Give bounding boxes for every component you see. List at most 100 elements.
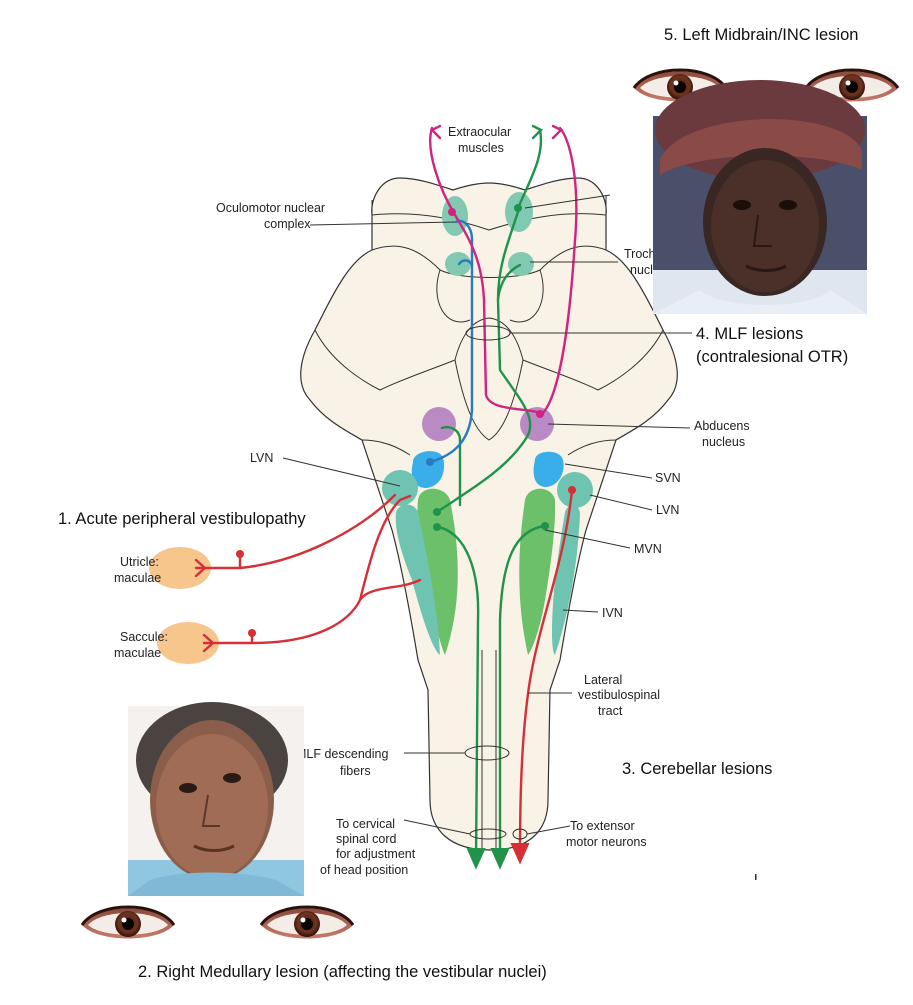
cervical-leader	[403, 819, 471, 835]
saccule-ganglion	[248, 629, 256, 637]
utricle-terminal	[194, 558, 207, 578]
abducens-left-input	[440, 426, 462, 507]
oculomotor-label-1: Oculomotor nuclear	[216, 201, 325, 215]
eyes-bottom	[80, 905, 355, 939]
mvn-right-soma-low	[541, 522, 549, 530]
medulla-right-contour	[567, 439, 617, 456]
oculomotor-left-soma	[448, 208, 456, 216]
oculomotor-label-2: complex	[264, 217, 311, 231]
utricle-label-2: maculae	[114, 571, 161, 585]
mlf-descending-label-1: MLF descending	[296, 747, 388, 761]
saccule-afferent	[202, 578, 422, 645]
abducens-leader	[547, 423, 691, 429]
saccule-maculae	[157, 622, 219, 664]
saccule-label-1: Saccule:	[120, 630, 168, 644]
extraocular-right-magenta-terminal	[551, 124, 564, 140]
mvn-right-descending	[490, 524, 547, 870]
abducens-label-2: nucleus	[702, 435, 745, 449]
afferent-branch-lvn	[358, 494, 412, 602]
extraocular-label-2: muscles	[458, 141, 504, 155]
brainstem	[300, 177, 678, 851]
extraocular-right-terminal	[531, 124, 544, 140]
lvn-left-label: LVN	[250, 451, 273, 465]
lesion1-title: 1. Acute peripheral vestibulopathy	[58, 510, 306, 528]
medulla-left-contour	[361, 439, 411, 456]
mvn-left-ascending	[435, 263, 532, 514]
lvst-label-2: vestibulospinal	[578, 688, 660, 702]
midbrain-contour	[371, 213, 607, 231]
lateral-vestibulospinal-tract	[510, 488, 574, 865]
mlf-descending-label-2: fibers	[340, 764, 371, 778]
svn-ascending	[428, 219, 474, 464]
extraocular-left-terminal	[429, 124, 442, 140]
lvst-label-1: Lateral	[584, 673, 622, 687]
mvn-leader	[544, 529, 631, 549]
extensor-label-2: motor neurons	[566, 835, 647, 849]
median-fissure	[481, 650, 497, 850]
svn-right	[533, 451, 564, 487]
trochlear-nucleus-right	[508, 252, 534, 276]
svn-label: SVN	[655, 471, 681, 485]
abducens-motor	[538, 126, 578, 418]
svn-leader	[564, 463, 653, 479]
lvn-right-label: LVN	[656, 503, 679, 517]
stray-mark	[755, 874, 757, 880]
lesion2-title: 2. Right Medullary lesion (affecting the…	[138, 963, 547, 981]
ivn-label: IVN	[602, 606, 623, 620]
abducens-nucleus-left	[422, 407, 456, 441]
fourth-ventricle-outline	[454, 317, 524, 441]
pons-left-contour	[314, 329, 456, 391]
lesion3-title: 3. Cerebellar lesions	[622, 760, 772, 778]
oculomotor-right-soma	[514, 204, 522, 212]
leader-lines	[282, 194, 692, 835]
saccule-label-2: maculae	[114, 646, 161, 660]
extensor-label-1: To extensor	[570, 819, 635, 833]
abducens-right-soma	[536, 410, 544, 418]
utricle-afferent	[194, 493, 397, 570]
lvn-right-leader	[589, 494, 653, 511]
ivn-leader	[562, 609, 599, 613]
cervical-label-1: To cervical	[336, 817, 395, 831]
svn-trochlear-branch	[457, 259, 474, 267]
brainstem-outline	[300, 177, 678, 851]
mvn-left-soma	[433, 508, 441, 516]
pons-upper-contour	[371, 245, 607, 278]
pathways	[194, 124, 578, 870]
utricle-label-1: Utricle:	[120, 555, 159, 569]
lesion4-title-line2: (contralesional OTR)	[696, 348, 848, 366]
oculomotor-right-leader	[524, 194, 611, 209]
extensor-leader	[526, 825, 571, 835]
patient-portrait	[128, 702, 304, 896]
lvn-left-leader	[282, 457, 401, 487]
cervical-label-3: for adjustment	[336, 847, 416, 861]
lesion-captions: 5. Left Midbrain/INC lesion 4. MLF lesio…	[58, 26, 858, 981]
pons-right-contour	[522, 329, 664, 391]
saccule-terminal	[202, 633, 215, 653]
collicular-contour	[371, 195, 607, 215]
lvn-right-soma	[568, 486, 576, 494]
utricle-ganglion	[236, 550, 244, 558]
abducens-internuclear	[429, 126, 539, 414]
abducens-label-1: Abducens	[694, 419, 750, 433]
cerebral-peduncle-contour	[436, 269, 544, 323]
structure-labels: Extraocular muscles Oculomotor nuclear c…	[114, 125, 750, 877]
lesion4-title-line1: 4. MLF lesions	[696, 325, 803, 343]
trochlear-right-input	[496, 210, 520, 302]
patient-portrait	[653, 80, 867, 314]
lesion5-title: 5. Left Midbrain/INC lesion	[664, 26, 858, 44]
lvst-label-3: tract	[598, 704, 623, 718]
extraocular-label-1: Extraocular	[448, 125, 511, 139]
mvn-left-soma-low	[433, 523, 441, 531]
svn-left-soma	[426, 458, 434, 466]
oculomotor-leader	[309, 221, 456, 226]
mvn-left-descending	[435, 525, 486, 870]
ivn-right	[551, 505, 580, 655]
mvn-label: MVN	[634, 542, 662, 556]
eye-icon	[80, 905, 176, 939]
utricle-maculae	[149, 547, 211, 589]
eye-icon	[259, 905, 355, 939]
oculomotor-right-motor	[516, 128, 543, 210]
cervical-label-2: spinal cord	[336, 832, 396, 846]
